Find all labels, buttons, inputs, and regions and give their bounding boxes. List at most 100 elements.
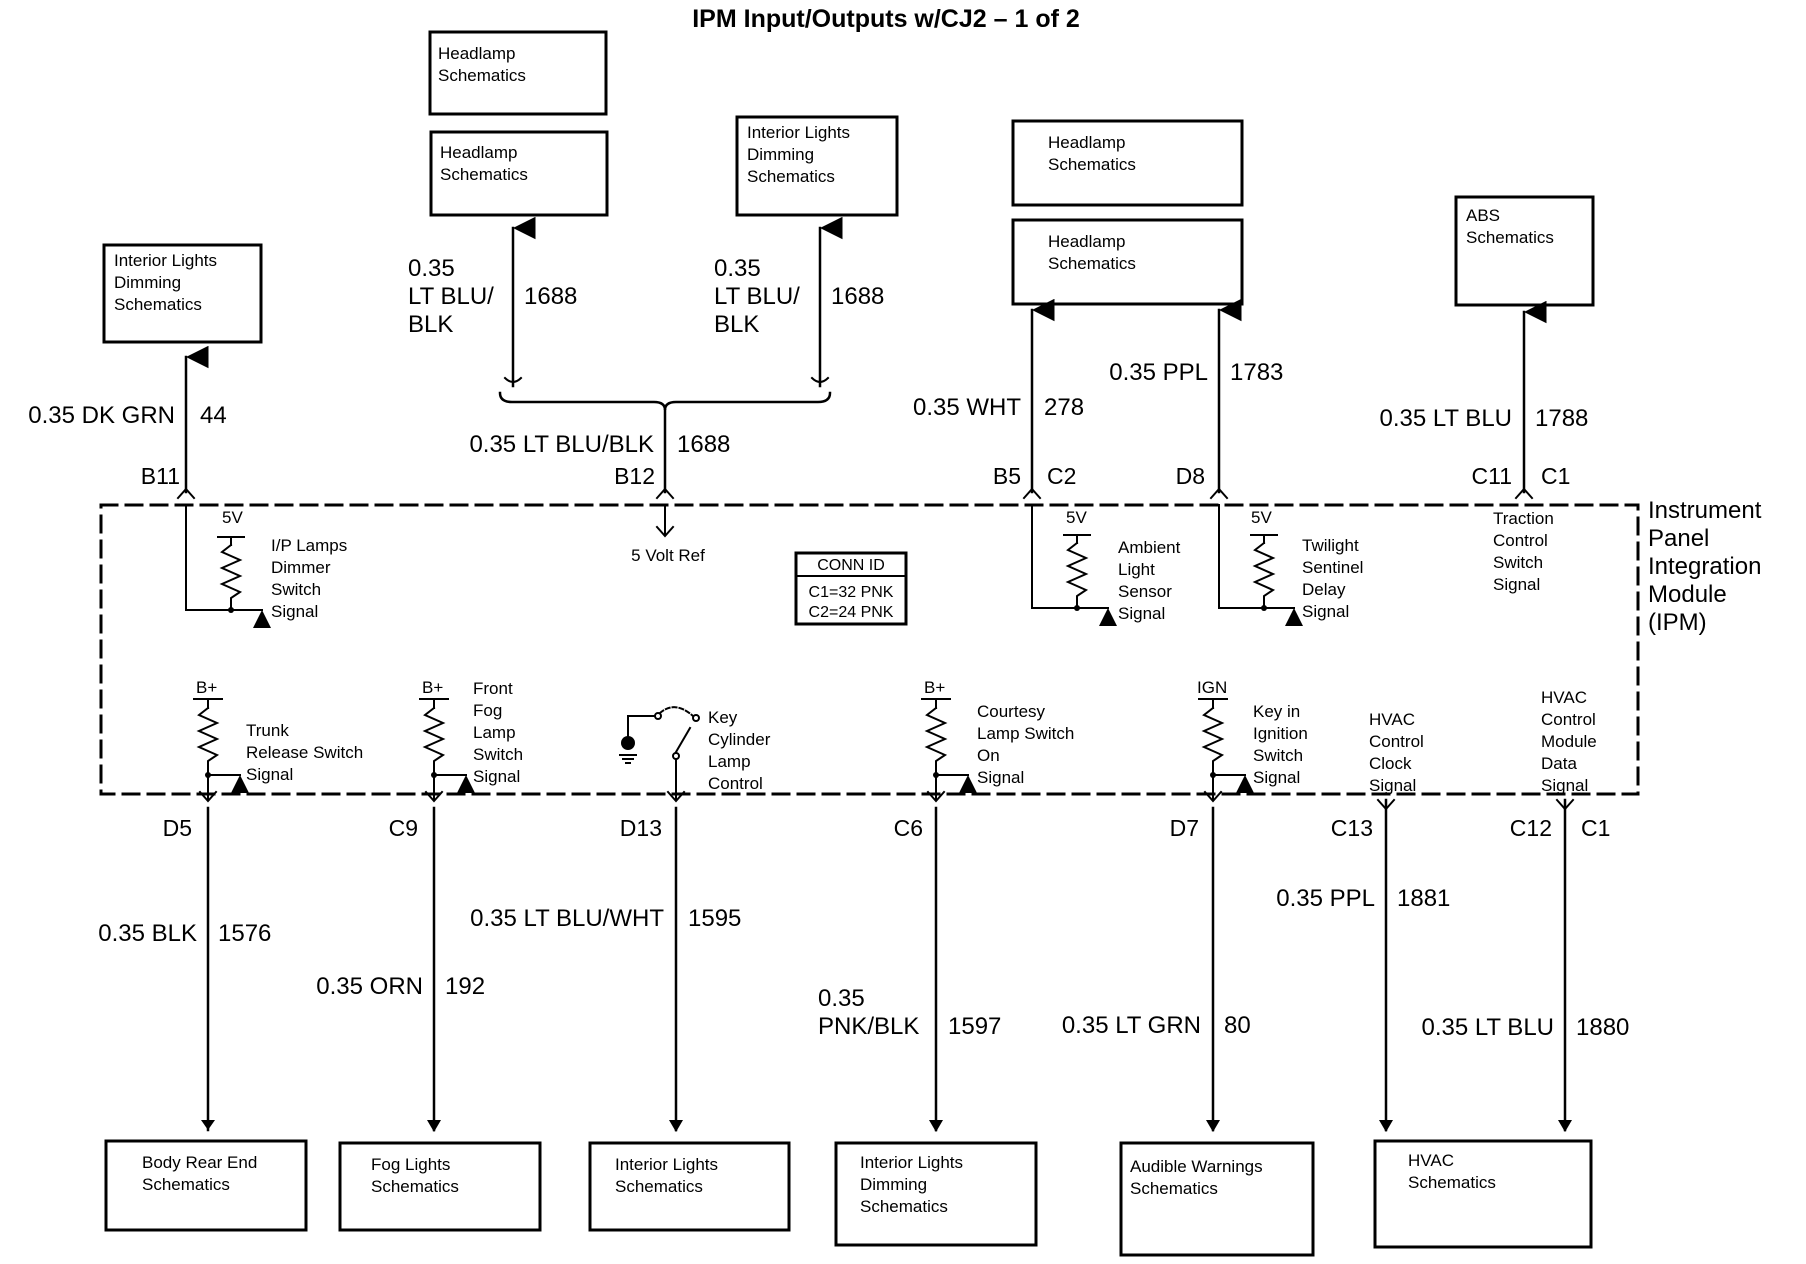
wire-c6-color-line1: 0.35 xyxy=(818,985,865,1012)
svg-text:On: On xyxy=(977,746,1000,765)
svg-text:ABS: ABS xyxy=(1466,206,1500,225)
svg-text:5V: 5V xyxy=(222,508,243,527)
svg-text:Traction: Traction xyxy=(1493,509,1554,528)
box-b11-interior-lights-dimming: Interior Lights Dimming Schematics xyxy=(102,243,263,344)
wire-b5-circuit: 278 xyxy=(1044,394,1084,421)
svg-text:Key: Key xyxy=(708,708,738,727)
svg-text:Module: Module xyxy=(1541,732,1597,751)
svg-text:Schematics: Schematics xyxy=(438,66,526,85)
svg-text:Sensor: Sensor xyxy=(1118,582,1172,601)
box-c6-interior-lights-dimming: Interior Lights Dimming Schematics xyxy=(834,1141,1038,1247)
pin-d8: D8 xyxy=(1176,463,1205,489)
svg-text:Schematics: Schematics xyxy=(142,1175,230,1194)
internal-c11-traction-control: Traction Control Switch Signal xyxy=(1493,509,1554,594)
svg-text:Instrument: Instrument xyxy=(1648,497,1762,524)
internal-c12-hvac-data: HVAC Control Module Data Signal xyxy=(1541,688,1597,795)
svg-text:Control: Control xyxy=(1369,732,1424,751)
internal-d5-trunk-release: B+ Trunk Release Switch Signal xyxy=(193,678,363,803)
conn-c1-label-bottom: C1 xyxy=(1581,815,1610,841)
svg-text:5V: 5V xyxy=(1251,508,1272,527)
conn-id-box: CONN ID C1=32 PNK C2=24 PNK xyxy=(794,551,908,626)
wire-c13-circuit: 1881 xyxy=(1397,885,1450,912)
svg-text:Signal: Signal xyxy=(246,765,293,784)
box-c11-abs: ABS Schematics xyxy=(1454,195,1595,307)
conn-id-header: CONN ID xyxy=(817,557,885,574)
pin-c9: C9 xyxy=(389,815,418,841)
svg-text:Data: Data xyxy=(1541,754,1577,773)
svg-text:Schematics: Schematics xyxy=(371,1177,459,1196)
svg-text:Control: Control xyxy=(1493,531,1548,550)
svg-text:Sentinel: Sentinel xyxy=(1302,558,1363,577)
svg-text:B+: B+ xyxy=(196,678,217,697)
pin-d7: D7 xyxy=(1170,815,1199,841)
wire-b12: 0.35 LT BLU/BLK 1688 B12 0.35 LT BLU/ BL… xyxy=(408,216,884,500)
svg-text:Lamp: Lamp xyxy=(708,752,751,771)
svg-text:B+: B+ xyxy=(924,678,945,697)
svg-text:Audible Warnings: Audible Warnings xyxy=(1130,1157,1263,1176)
svg-text:Integration: Integration xyxy=(1648,553,1761,580)
svg-text:Switch: Switch xyxy=(1493,553,1543,572)
svg-text:Control: Control xyxy=(1541,710,1596,729)
svg-text:IGN: IGN xyxy=(1197,678,1227,697)
svg-text:Ambient: Ambient xyxy=(1118,538,1181,557)
wire-c13: C13 0.35 PPL 1881 xyxy=(1276,798,1450,1132)
box-b12-headlamp-upper: Headlamp Schematics xyxy=(428,30,608,116)
svg-text:Interior Lights: Interior Lights xyxy=(114,251,217,270)
svg-text:Interior Lights: Interior Lights xyxy=(747,123,850,142)
svg-text:Schematics: Schematics xyxy=(440,165,528,184)
svg-text:Twilight: Twilight xyxy=(1302,536,1359,555)
wire-d5: D5 0.35 BLK 1576 xyxy=(98,806,271,1132)
svg-text:Signal: Signal xyxy=(473,767,520,786)
box-d13-interior-lights: Interior Lights Schematics xyxy=(588,1141,791,1232)
svg-text:Signal: Signal xyxy=(1118,604,1165,623)
pin-d13: D13 xyxy=(620,815,662,841)
svg-text:1688: 1688 xyxy=(831,283,884,310)
ipm-module-label: Instrument Panel Integration Module (IPM… xyxy=(1648,497,1762,636)
svg-text:Interior Lights: Interior Lights xyxy=(615,1155,718,1174)
svg-text:B+: B+ xyxy=(422,678,443,697)
five-volt-ref-label: 5 Volt Ref xyxy=(631,546,705,565)
pin-d5: D5 xyxy=(163,815,192,841)
conn-c2-label: C2 xyxy=(1047,463,1076,489)
svg-text:Signal: Signal xyxy=(1302,602,1349,621)
wire-c11: 0.35 LT BLU 1788 C11 C1 xyxy=(1379,300,1588,500)
conn-id-c1: C1=32 PNK xyxy=(809,584,894,601)
svg-text:1688: 1688 xyxy=(524,283,577,310)
wire-b5: 0.35 WHT 278 B5 C2 xyxy=(913,298,1084,500)
box-b12-interior-lights-dimming: Interior Lights Dimming Schematics xyxy=(735,115,899,217)
svg-text:Signal: Signal xyxy=(977,768,1024,787)
svg-text:Dimming: Dimming xyxy=(860,1175,927,1194)
pin-c12: C12 xyxy=(1510,815,1552,841)
wire-d5-circuit: 1576 xyxy=(218,920,271,947)
box-b12-headlamp-lower: Headlamp Schematics xyxy=(429,130,609,217)
svg-text:Light: Light xyxy=(1118,560,1155,579)
svg-text:Module: Module xyxy=(1648,581,1727,608)
svg-text:BLK: BLK xyxy=(714,311,759,338)
wire-d13: D13 0.35 LT BLU/WHT 1595 xyxy=(470,806,741,1132)
wire-d8-color: 0.35 PPL xyxy=(1109,359,1208,386)
svg-text:0.35: 0.35 xyxy=(714,255,761,282)
internal-b12-5v-ref: 5 Volt Ref xyxy=(631,504,705,565)
wire-d13-color: 0.35 LT BLU/WHT xyxy=(470,905,664,932)
wire-c6: C6 0.35 PNK/BLK 1597 xyxy=(818,806,1001,1132)
svg-text:Schematics: Schematics xyxy=(1048,155,1136,174)
wire-d8: 0.35 PPL 1783 D8 xyxy=(1109,298,1283,500)
svg-text:Headlamp: Headlamp xyxy=(1048,133,1126,152)
svg-text:Schematics: Schematics xyxy=(747,167,835,186)
svg-text:Schematics: Schematics xyxy=(1408,1173,1496,1192)
wire-b11-circuit: 44 xyxy=(200,402,227,429)
diagram-title: IPM Input/Outputs w/CJ2 – 1 of 2 xyxy=(692,5,1080,33)
wire-c9-color: 0.35 ORN xyxy=(316,973,423,1000)
svg-text:LT BLU/: LT BLU/ xyxy=(714,283,800,310)
svg-text:Dimming: Dimming xyxy=(747,145,814,164)
wire-d7: D7 0.35 LT GRN 80 xyxy=(1062,806,1251,1132)
pin-c13: C13 xyxy=(1331,815,1373,841)
wire-b12-circuit: 1688 xyxy=(677,431,730,458)
svg-text:Lamp: Lamp xyxy=(473,723,516,742)
svg-text:Fog: Fog xyxy=(473,701,502,720)
pin-b5: B5 xyxy=(993,463,1021,489)
wire-c6-circuit: 1597 xyxy=(948,1013,1001,1040)
svg-text:Fog Lights: Fog Lights xyxy=(371,1155,450,1174)
internal-b5-ambient-light: 5V Ambient Light Sensor Signal xyxy=(1031,504,1181,626)
